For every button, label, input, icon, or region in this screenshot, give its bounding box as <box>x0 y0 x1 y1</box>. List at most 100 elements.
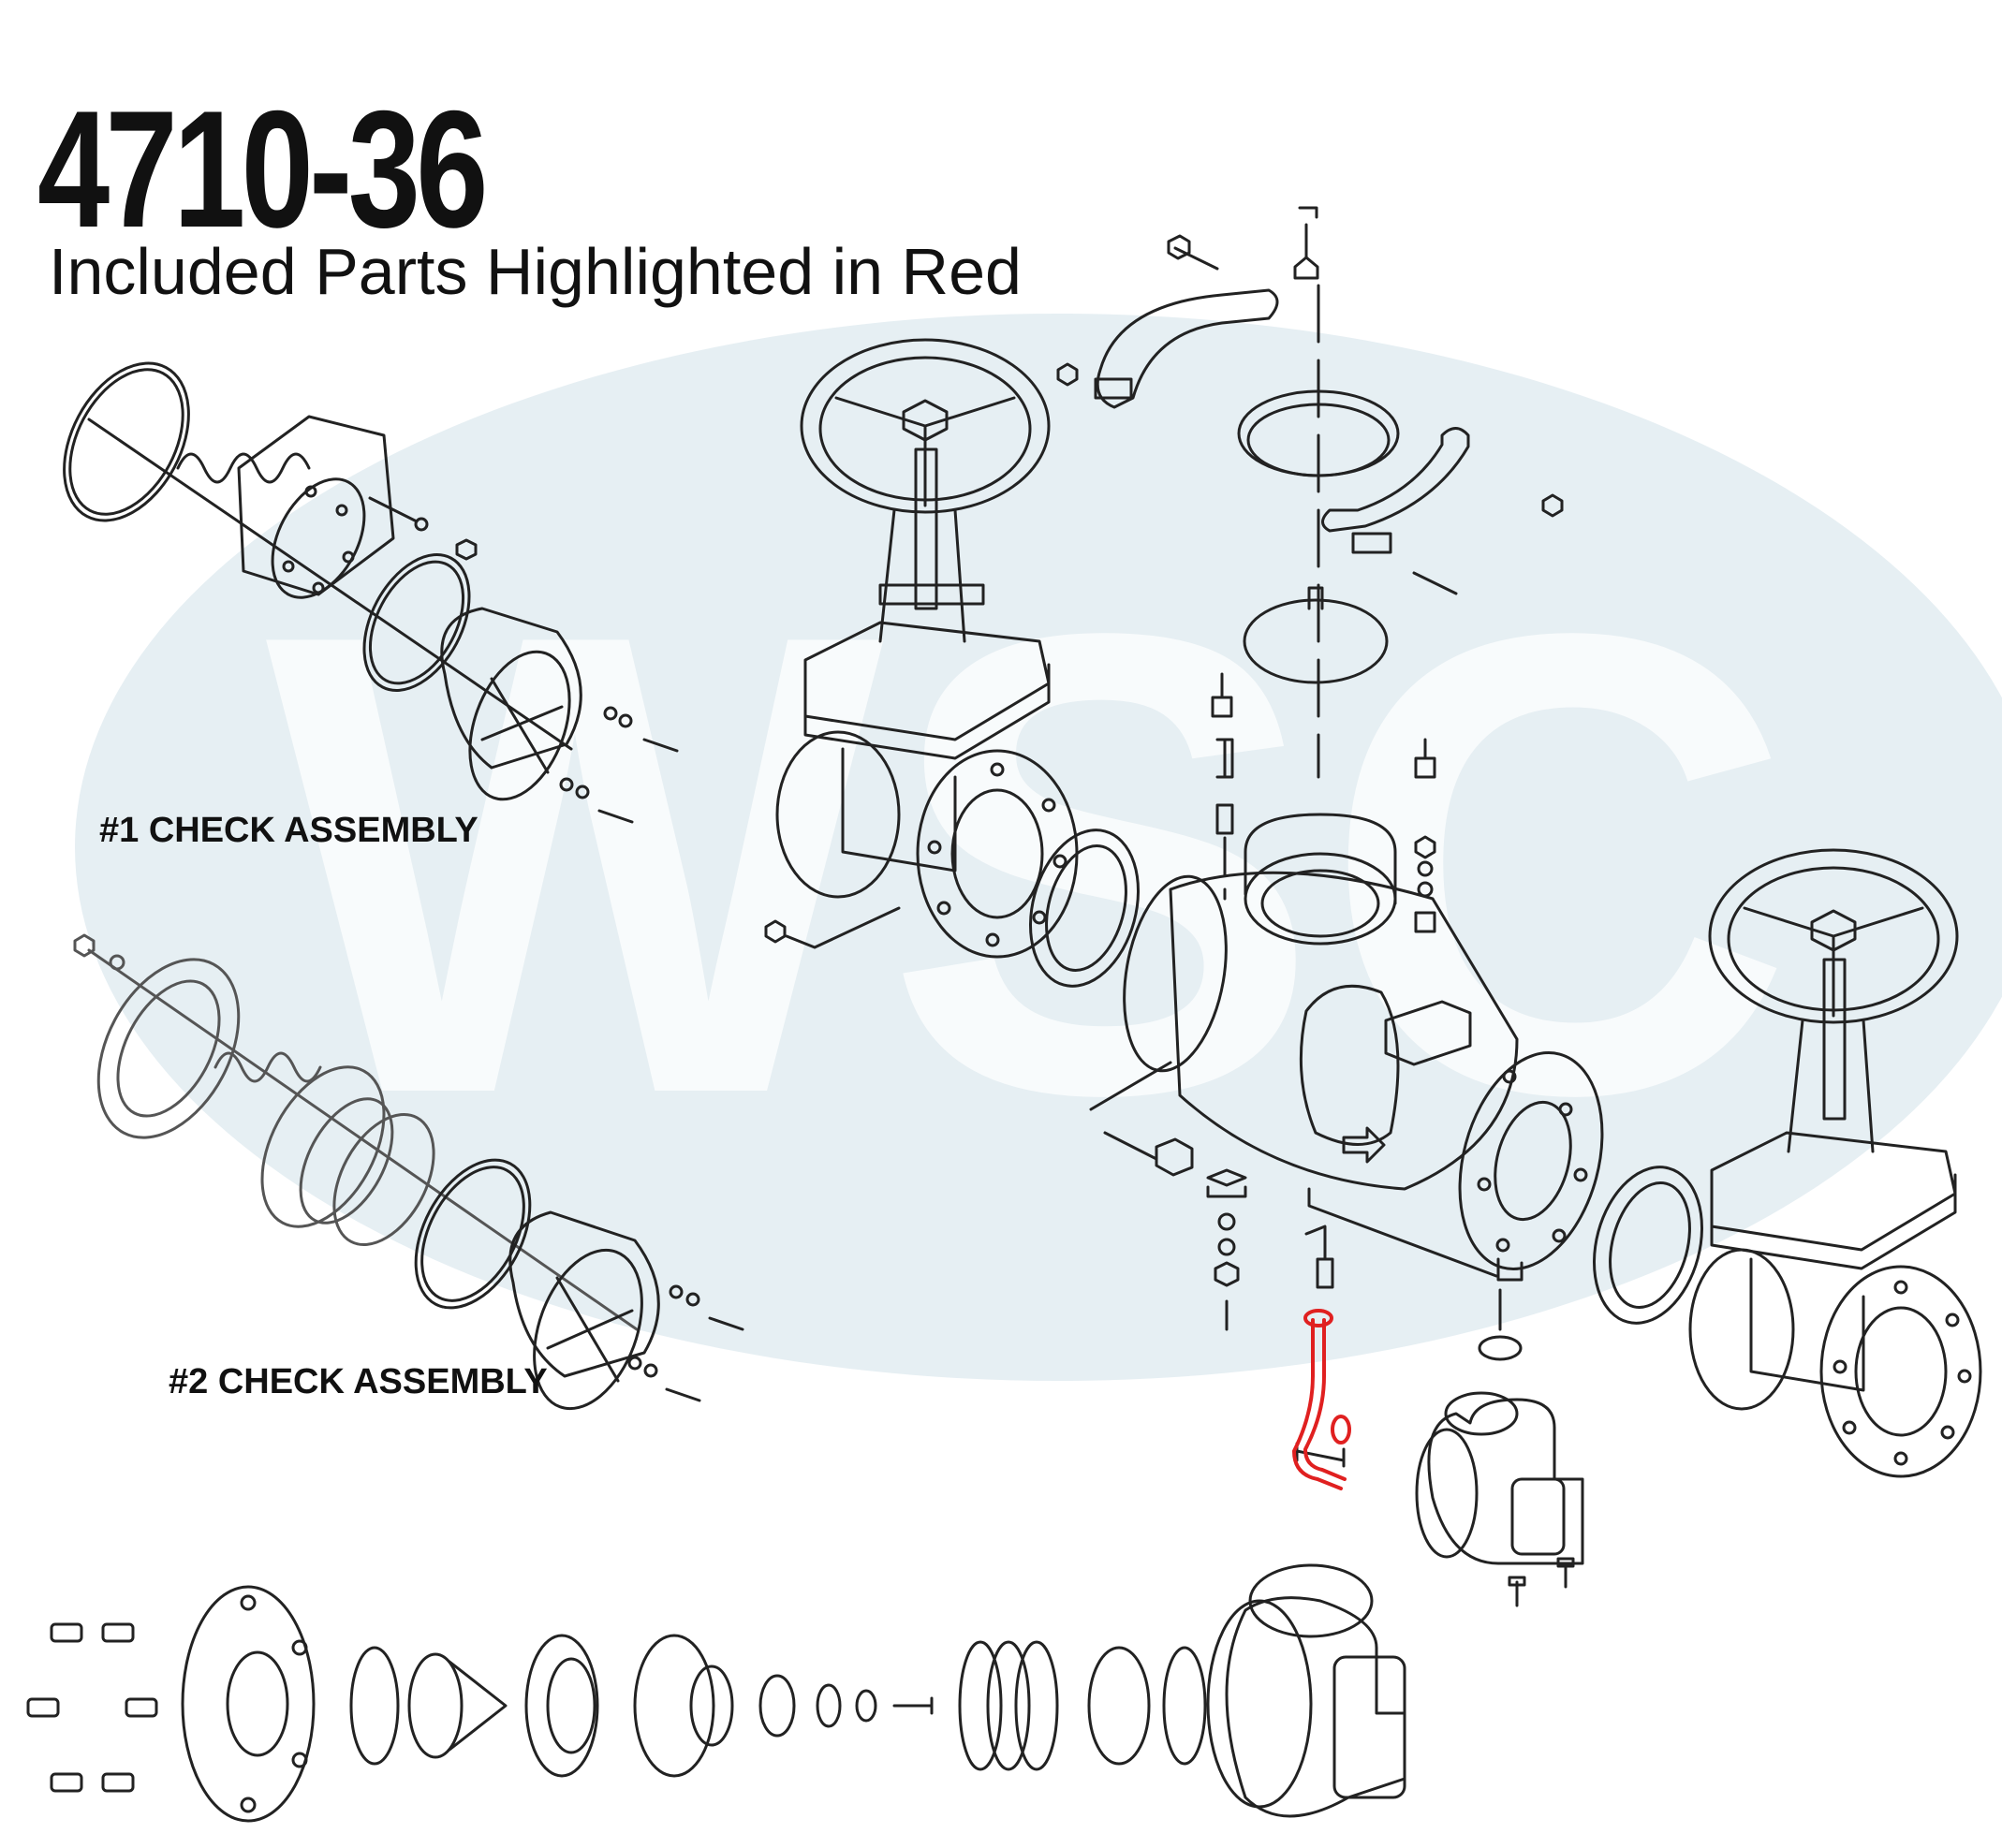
flange-gasket-left <box>1028 829 1141 988</box>
disc-rib <box>546 1309 634 1350</box>
body-flange-bore <box>950 788 1044 919</box>
included-parts-subtitle: Included Parts Highlighted in Red <box>49 235 1022 308</box>
washer <box>816 1683 842 1728</box>
test-cock <box>1293 206 1319 280</box>
washer <box>1217 1238 1236 1256</box>
bolt-hole <box>240 1594 257 1611</box>
diaphragm-plate-inner <box>546 1657 596 1754</box>
bolt <box>1556 1557 1575 1589</box>
bolt-head <box>1155 1137 1194 1177</box>
nut <box>1056 362 1079 387</box>
handwheel-hub <box>902 399 949 442</box>
screw <box>101 1622 135 1643</box>
test-fittings <box>1211 672 1436 933</box>
flange-bolt-hole <box>1032 910 1047 925</box>
flange-ring <box>96 958 241 1139</box>
relief-housing-face <box>1206 1599 1313 1809</box>
relief-valve-assembly <box>1206 1168 1584 1607</box>
relief-valve-top <box>1444 1391 1519 1436</box>
valve-body <box>1749 1257 1865 1392</box>
piston <box>633 1634 715 1778</box>
bonnet-body <box>1710 1173 1957 1270</box>
leader-line <box>1089 1061 1172 1111</box>
bolt-hole <box>304 485 317 498</box>
screw <box>101 1772 135 1793</box>
check-assembly-1-label: #1 CHECK ASSEMBLY <box>99 811 478 850</box>
washer <box>1217 1212 1236 1231</box>
o-ring <box>362 553 471 692</box>
gasket-inner <box>1045 844 1127 972</box>
clamp-bottom <box>1321 427 1470 533</box>
screw <box>26 1697 60 1718</box>
check-assembly-2-front <box>414 1158 744 1411</box>
test-cock <box>1414 738 1436 779</box>
flange-ring-inner <box>116 979 221 1118</box>
body-band <box>1299 984 1400 1146</box>
relief-valve-body <box>1427 1398 1584 1565</box>
top-port-opening <box>1244 852 1397 946</box>
bolt-hole <box>335 504 348 517</box>
part-number-title: 4710-36 <box>37 76 488 262</box>
flow-arrow <box>1342 1126 1386 1164</box>
washer <box>618 713 633 728</box>
o-ring-large <box>63 361 190 522</box>
gasket <box>1206 1185 1247 1198</box>
relief-valve-face <box>1415 1428 1479 1559</box>
handwheel-rim <box>800 338 1051 514</box>
flange-bolt-hole <box>1945 1313 1960 1327</box>
tube-nut-bottom <box>1331 1415 1351 1445</box>
sensing-tube <box>1292 1318 1343 1490</box>
screw <box>642 738 679 753</box>
washer <box>855 1689 877 1723</box>
body-flange-bore <box>1854 1306 1948 1437</box>
o-ring <box>332 1112 435 1247</box>
relief-housing-top <box>1248 1563 1374 1638</box>
screw <box>597 809 634 824</box>
o-ring-inner <box>368 560 465 685</box>
o-ring <box>1478 1335 1523 1361</box>
check-housing <box>260 1065 386 1228</box>
cover-ring-inner <box>1246 403 1391 477</box>
o-ring-large-inner <box>68 368 184 516</box>
check-disc-face <box>468 650 571 801</box>
leader-line <box>785 906 901 949</box>
relief-valve-internals <box>26 1563 1406 1823</box>
spring <box>176 452 311 484</box>
piston-inner <box>689 1665 734 1747</box>
main-valve-body <box>1089 813 1604 1282</box>
washer <box>559 777 574 792</box>
sense-fitting <box>1304 1225 1334 1289</box>
flange-bolt-hole <box>1502 1069 1517 1084</box>
screw-set <box>26 1622 158 1793</box>
flange-bolt-hole <box>1957 1369 1972 1384</box>
washer <box>685 1292 700 1307</box>
bolt-hole <box>342 550 355 564</box>
screw <box>708 1316 744 1331</box>
body-flange-right <box>1819 1265 1982 1478</box>
relief-housing <box>1225 1596 1406 1818</box>
bolt <box>1103 1131 1158 1161</box>
gasket <box>1206 1168 1247 1187</box>
diaphragm-plate <box>524 1634 599 1778</box>
bolt-hole <box>312 581 325 594</box>
clamp-top-ear <box>1094 377 1133 400</box>
mounting-foot <box>1496 1257 1524 1282</box>
valve-stem <box>914 447 938 610</box>
nut <box>1214 1261 1240 1287</box>
flange-bolt-hole <box>1552 1228 1567 1243</box>
o-ring <box>1162 1646 1207 1766</box>
bolt <box>1412 571 1458 595</box>
poppet-seat <box>407 1652 464 1759</box>
bolt-hole <box>282 560 295 573</box>
check-cover <box>237 415 395 596</box>
gate-valve-right <box>1688 848 1982 1478</box>
screw <box>125 1697 158 1718</box>
washer <box>575 785 590 799</box>
nut <box>455 538 478 561</box>
top-cover-assembly <box>1056 206 1564 779</box>
washer <box>414 517 429 532</box>
flange-bolt-hole <box>936 901 951 916</box>
nipple <box>1215 803 1234 835</box>
